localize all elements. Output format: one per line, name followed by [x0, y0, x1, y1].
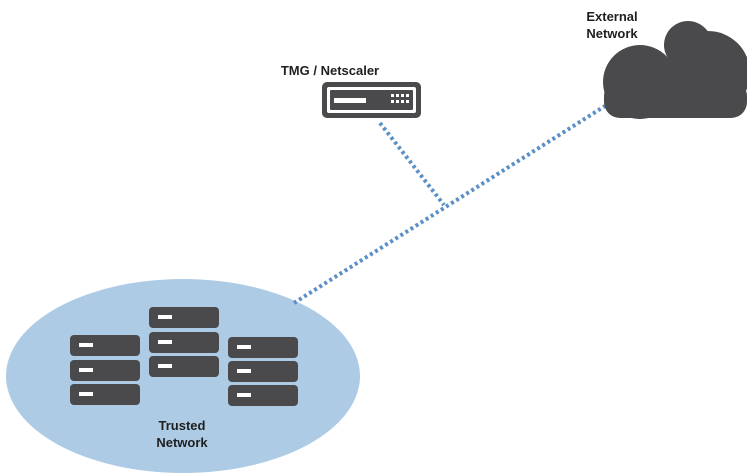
server-rack-icon: [70, 307, 298, 406]
server-unit: [70, 360, 140, 381]
server-drive-indicator: [79, 392, 93, 396]
server-drive-indicator: [237, 393, 251, 397]
link-appliance-to-junction: [378, 121, 446, 207]
server-unit: [149, 307, 219, 328]
server-unit: [149, 332, 219, 353]
trusted-network-label: Trusted Network: [140, 417, 224, 451]
server-drive-indicator: [79, 343, 93, 347]
server-drive-indicator: [79, 368, 93, 372]
server-unit: [149, 356, 219, 377]
server-drive-indicator: [158, 340, 172, 344]
external-network-label-line1: External: [586, 9, 638, 24]
server-unit: [228, 361, 298, 382]
external-network-label: External Network: [570, 8, 654, 42]
server-drive-indicator: [237, 345, 251, 349]
server-unit: [228, 385, 298, 406]
server-unit: [228, 337, 298, 358]
server-unit: [70, 335, 140, 356]
trusted-network-label-line2: Network: [156, 435, 208, 450]
external-network-label-line2: Network: [586, 26, 638, 41]
server-unit: [70, 384, 140, 405]
server-drive-indicator: [237, 369, 251, 373]
network-appliance-icon: [322, 82, 421, 118]
link-trusted-to-external: [292, 104, 607, 305]
server-drive-indicator: [158, 315, 172, 319]
server-drive-indicator: [158, 364, 172, 368]
cloud-icon: [603, 21, 747, 119]
appliance-label: TMG / Netscaler: [280, 63, 380, 78]
trusted-network-label-line1: Trusted: [158, 418, 206, 433]
